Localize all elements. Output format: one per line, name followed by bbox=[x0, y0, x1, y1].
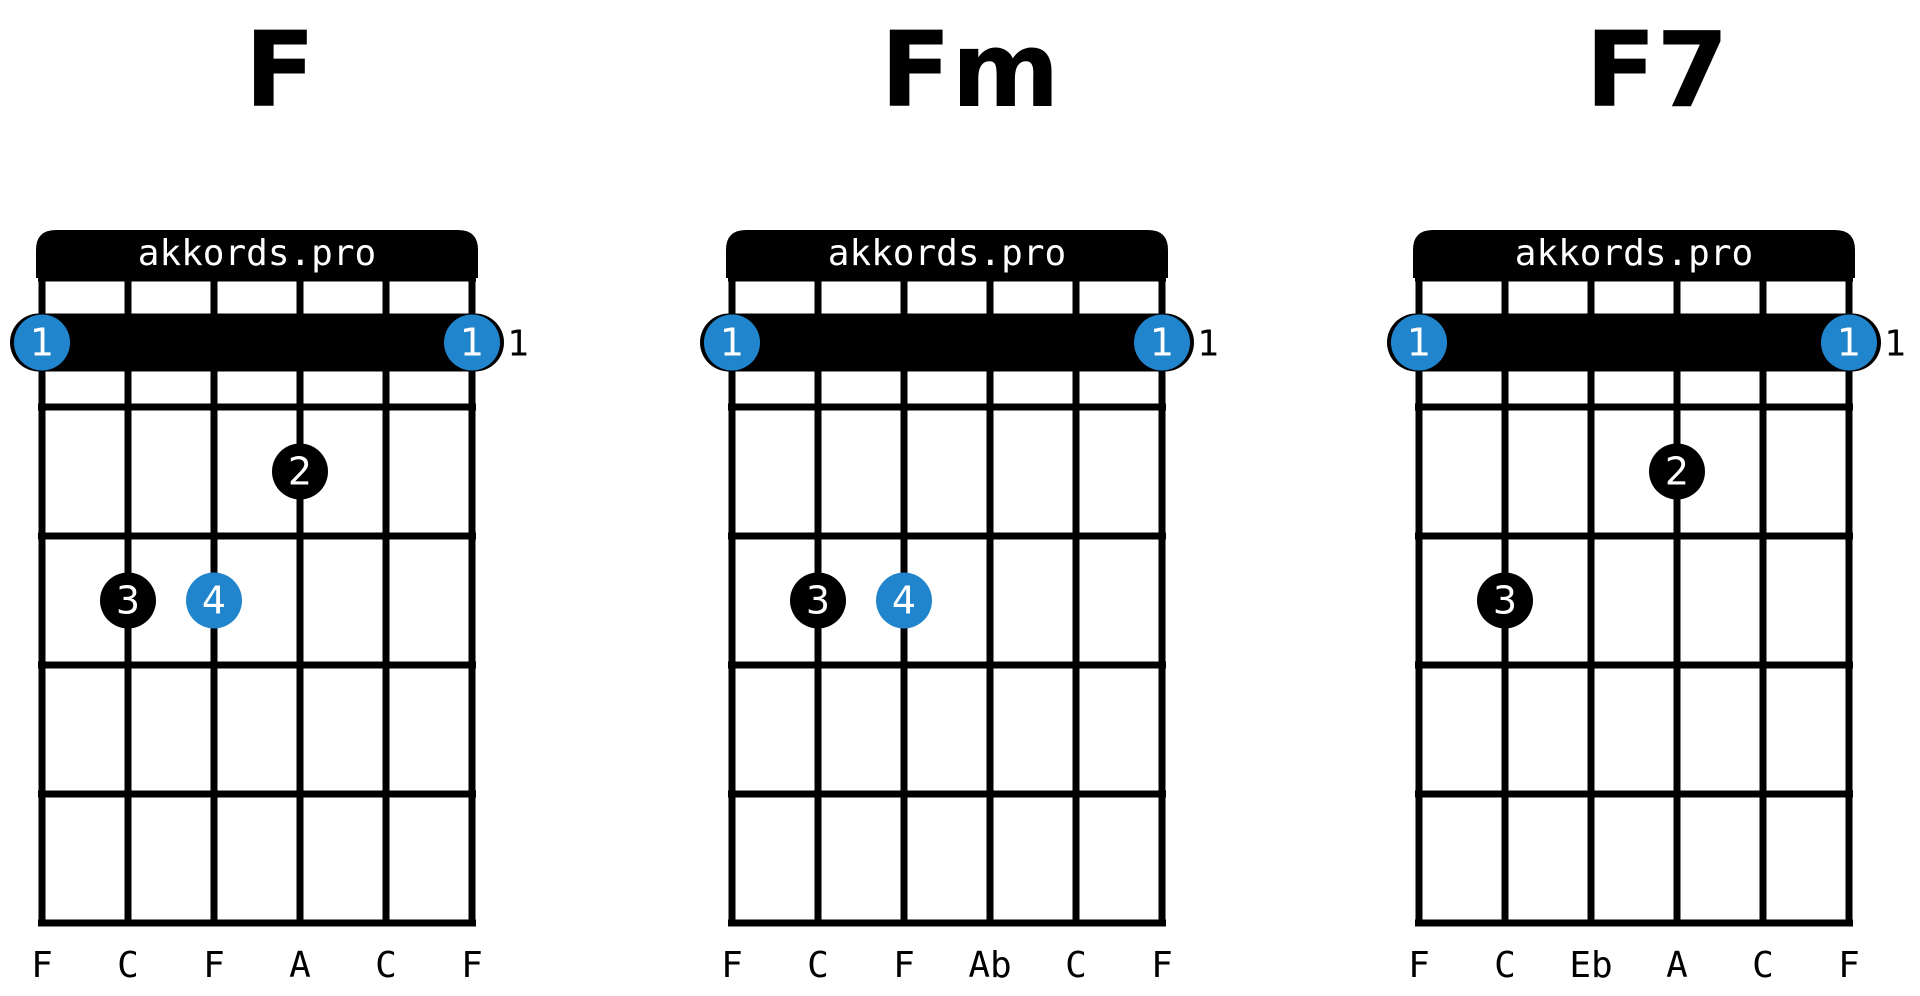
finger-dot bbox=[272, 443, 328, 500]
string-note-label: C bbox=[1065, 945, 1087, 986]
finger-number: 4 bbox=[202, 579, 226, 623]
barre-finger-label: 1 bbox=[1837, 321, 1861, 365]
finger-dot bbox=[100, 572, 156, 629]
finger-dot bbox=[1649, 443, 1705, 500]
header-label: akkords.pro bbox=[138, 233, 376, 274]
barre-finger-label: 1 bbox=[1150, 321, 1174, 365]
barre-dot bbox=[1391, 314, 1447, 371]
finger-dot bbox=[790, 572, 846, 629]
string-note-label: F bbox=[1151, 945, 1173, 986]
fret-number-label: 1 bbox=[507, 324, 529, 365]
string-note-label: C bbox=[807, 945, 829, 986]
fret-number-label: 1 bbox=[1197, 324, 1219, 365]
string-note-label: F bbox=[461, 945, 483, 986]
barre-bar bbox=[10, 313, 504, 372]
finger-dot bbox=[1477, 572, 1533, 629]
barre-finger-label: 1 bbox=[460, 321, 484, 365]
fret-number-label: 1 bbox=[1884, 324, 1906, 365]
finger-number: 3 bbox=[1493, 579, 1517, 623]
string-note-label: Eb bbox=[1569, 945, 1612, 986]
header-band bbox=[1413, 230, 1855, 278]
header-label: akkords.pro bbox=[828, 233, 1066, 274]
barre-finger-label: 1 bbox=[720, 321, 744, 365]
string-note-label: C bbox=[117, 945, 139, 986]
finger-number: 2 bbox=[1665, 450, 1689, 494]
finger-dot bbox=[186, 572, 242, 629]
finger-number: 4 bbox=[892, 579, 916, 623]
barre-bar bbox=[1387, 313, 1881, 372]
string-note-label: C bbox=[1494, 945, 1516, 986]
barre-dot bbox=[14, 314, 70, 371]
string-note-label: F bbox=[203, 945, 225, 986]
barre-bar bbox=[700, 313, 1194, 372]
string-note-label: A bbox=[289, 945, 311, 986]
string-note-label: F bbox=[31, 945, 53, 986]
chord-name: F7 bbox=[1585, 9, 1729, 131]
string-note-label: F bbox=[721, 945, 743, 986]
barre-dot bbox=[704, 314, 760, 371]
header-label: akkords.pro bbox=[1515, 233, 1753, 274]
string-note-label: C bbox=[1752, 945, 1774, 986]
string-note-label: F bbox=[893, 945, 915, 986]
string-note-label: A bbox=[1666, 945, 1688, 986]
barre-finger-label: 1 bbox=[1407, 321, 1431, 365]
string-note-label: F bbox=[1408, 945, 1430, 986]
barre-finger-label: 1 bbox=[30, 321, 54, 365]
string-note-label: Ab bbox=[968, 945, 1011, 986]
chord-name: F bbox=[244, 9, 316, 131]
string-note-label: F bbox=[1838, 945, 1860, 986]
finger-number: 3 bbox=[806, 579, 830, 623]
barre-dot bbox=[1134, 314, 1190, 371]
barre-dot bbox=[444, 314, 500, 371]
header-band bbox=[726, 230, 1168, 278]
finger-dot bbox=[876, 572, 932, 629]
finger-number: 3 bbox=[116, 579, 140, 623]
finger-number: 2 bbox=[288, 450, 312, 494]
chord-name: Fm bbox=[880, 9, 1060, 131]
header-band bbox=[36, 230, 478, 278]
string-note-label: C bbox=[375, 945, 397, 986]
barre-dot bbox=[1821, 314, 1877, 371]
